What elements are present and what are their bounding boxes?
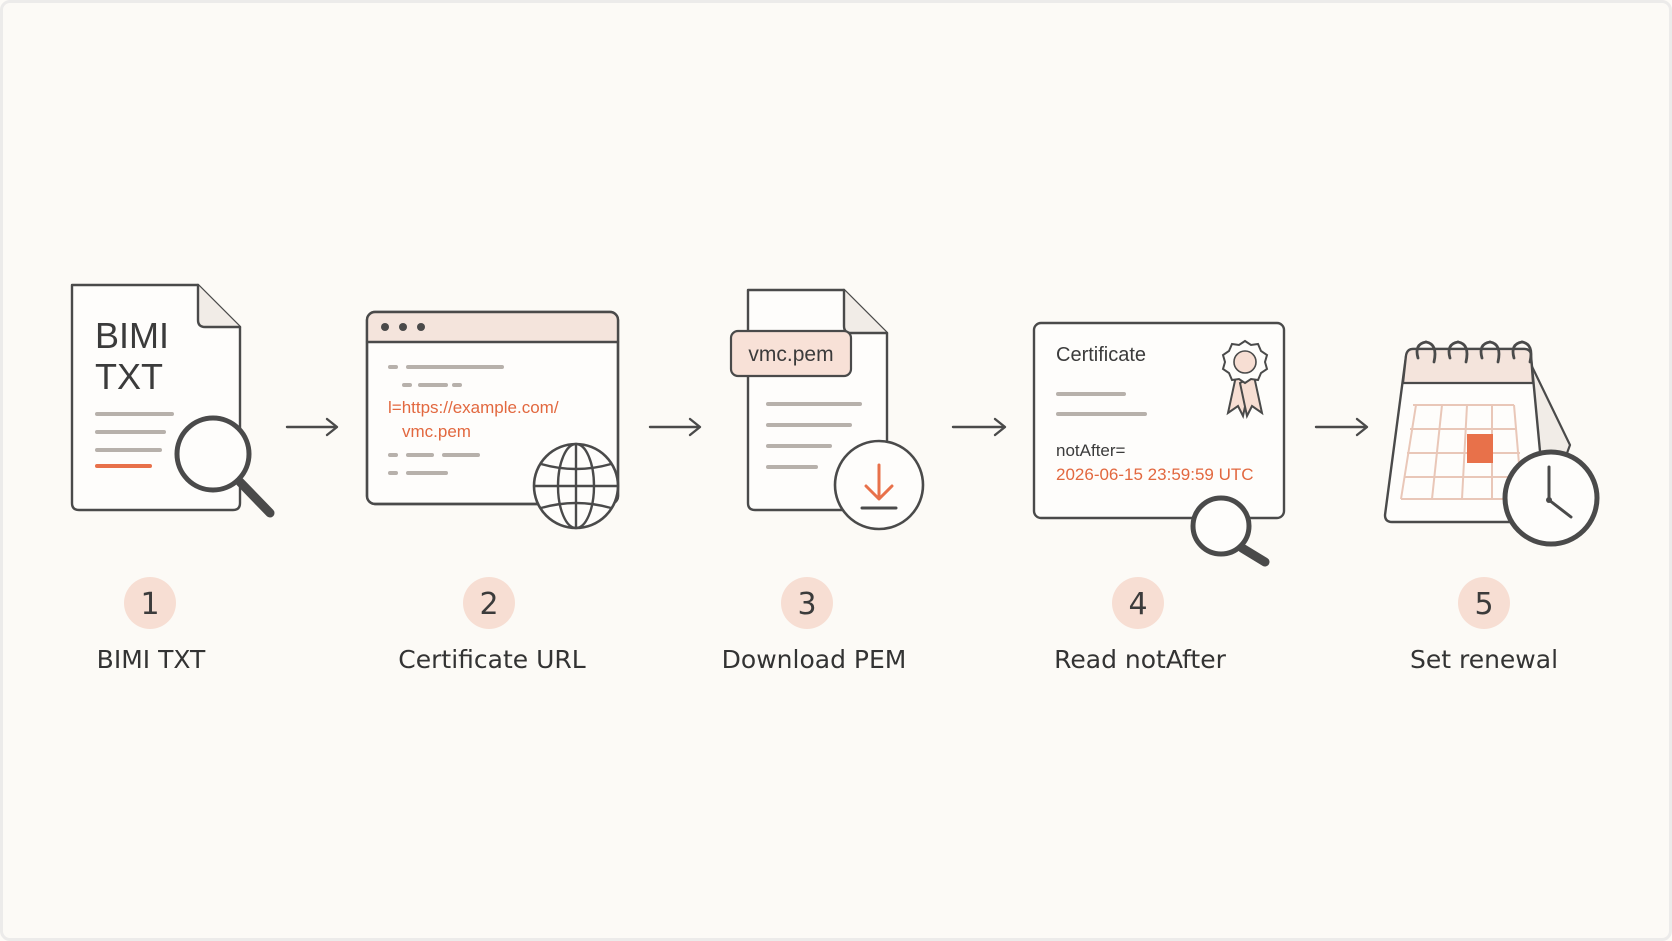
step-4-certificate-icon: Certificate notAfter= 2026-06-15 23:59:5… [1032, 321, 1286, 520]
step-5-clock-icon [1502, 449, 1600, 547]
step-4-field-value: 2026-06-15 23:59:59 UTC [1056, 465, 1254, 484]
step-3-label: Download PEM [722, 645, 907, 674]
step-1-badge: 1 [124, 577, 176, 629]
step-4-label: Read notAfter [1054, 645, 1226, 674]
arrow-right-icon [285, 417, 339, 437]
arrow-right-icon [951, 417, 1007, 437]
step-3-number: 3 [797, 587, 816, 622]
step-1-label: BIMI TXT [97, 645, 206, 674]
step-2-badge: 2 [463, 577, 515, 629]
arrow-right-icon [1314, 417, 1369, 437]
step-2-url-line2: vmc.pem [402, 422, 471, 441]
step-5-label: Set renewal [1410, 645, 1558, 674]
step-3-download-icon [833, 439, 925, 531]
step-1-number: 1 [140, 587, 159, 622]
step-5-badge: 5 [1458, 577, 1510, 629]
step-4-number: 4 [1128, 587, 1147, 622]
step-2-url-line1: l=https://example.com/ [388, 398, 559, 417]
step-4-cert-title: Certificate [1056, 344, 1146, 366]
step-4-ribbon-icon [1221, 339, 1269, 420]
step-4-magnifier-icon [1190, 495, 1270, 567]
step-4-badge: 4 [1112, 577, 1164, 629]
step-4-field-name: notAfter= [1056, 441, 1126, 460]
step-3-badge: 3 [781, 577, 833, 629]
step-2-globe-icon [532, 442, 620, 530]
step-3-file-tag: vmc.pem [748, 343, 833, 366]
step-1-magnifier-icon [174, 415, 275, 518]
step-1-doc-line2: TXT [95, 356, 163, 397]
step-5-number: 5 [1474, 587, 1493, 622]
arrow-right-icon [648, 417, 702, 437]
step-2-label: Certificate URL [398, 645, 585, 674]
step-2-number: 2 [479, 587, 498, 622]
step-1-doc-line1: BIMI [95, 315, 169, 356]
